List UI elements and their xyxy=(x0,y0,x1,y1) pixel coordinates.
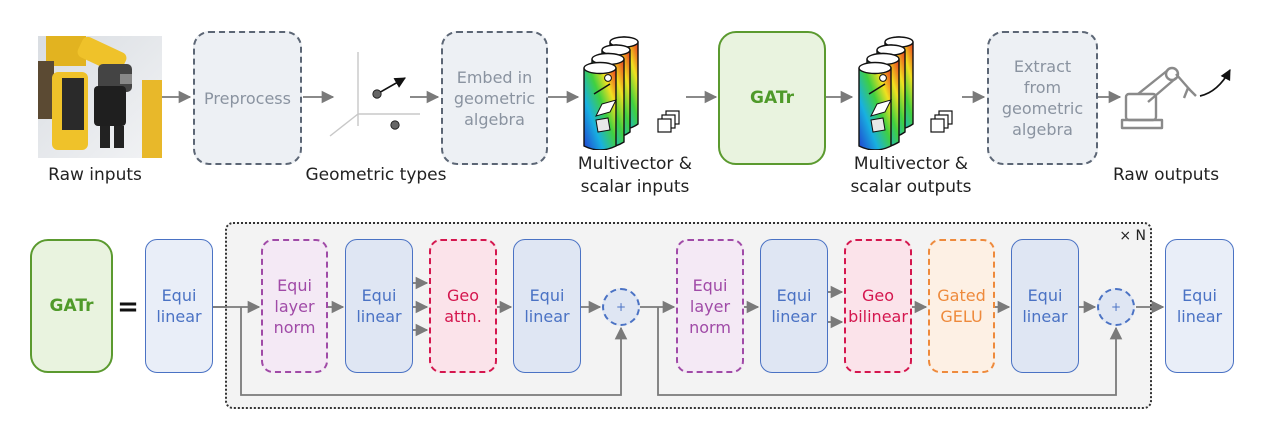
equi-linear-box-4: Equi linear xyxy=(760,239,828,373)
equi-linear-box-out: Equi linear xyxy=(1165,239,1234,373)
raw-outputs-label: Raw outputs xyxy=(1112,165,1220,185)
raw-inputs-label: Raw inputs xyxy=(48,165,142,185)
gatr-box-top: GATr xyxy=(718,31,826,165)
embed-box: Embed in geometric algebra xyxy=(441,31,548,165)
equi-linear-box-in: Equi linear xyxy=(145,239,213,373)
equi-layer-norm-box-1: Equi layer norm xyxy=(261,239,328,373)
equi-linear-box-5: Equi linear xyxy=(1011,239,1079,373)
multivector-inputs-label: Multivector & scalar inputs xyxy=(577,154,693,197)
preprocess-box: Preprocess xyxy=(193,31,302,165)
geometric-types-icon xyxy=(325,44,425,154)
residual-add-2: + xyxy=(1097,288,1135,326)
multivector-stack-icon xyxy=(580,32,690,150)
geo-attn-box: Geo attn. xyxy=(429,239,497,373)
gated-gelu-box: Gated GELU xyxy=(928,239,995,373)
equi-layer-norm-box-2: Equi layer norm xyxy=(676,239,744,373)
geometric-types-label: Geometric types xyxy=(305,165,447,185)
repeat-count-label: × N xyxy=(1119,228,1146,244)
geo-bilinear-box: Geo bilinear xyxy=(844,239,912,373)
scalar-stack-icon xyxy=(657,110,683,136)
extract-box: Extract from geometric algebra xyxy=(987,31,1098,165)
scalar-stack-icon xyxy=(930,110,956,136)
residual-add-1: + xyxy=(602,288,640,326)
gatr-box-bottom: GATr xyxy=(30,239,113,373)
robot-arm-outline-icon xyxy=(1118,62,1238,132)
equi-linear-box-2: Equi linear xyxy=(345,239,413,373)
multivector-stack-icon xyxy=(855,32,965,150)
equi-linear-box-3: Equi linear xyxy=(513,239,581,373)
robot-arm-photo-icon xyxy=(38,36,162,158)
equals-sign: = xyxy=(117,292,139,322)
multivector-outputs-label: Multivector & scalar outputs xyxy=(850,154,972,197)
